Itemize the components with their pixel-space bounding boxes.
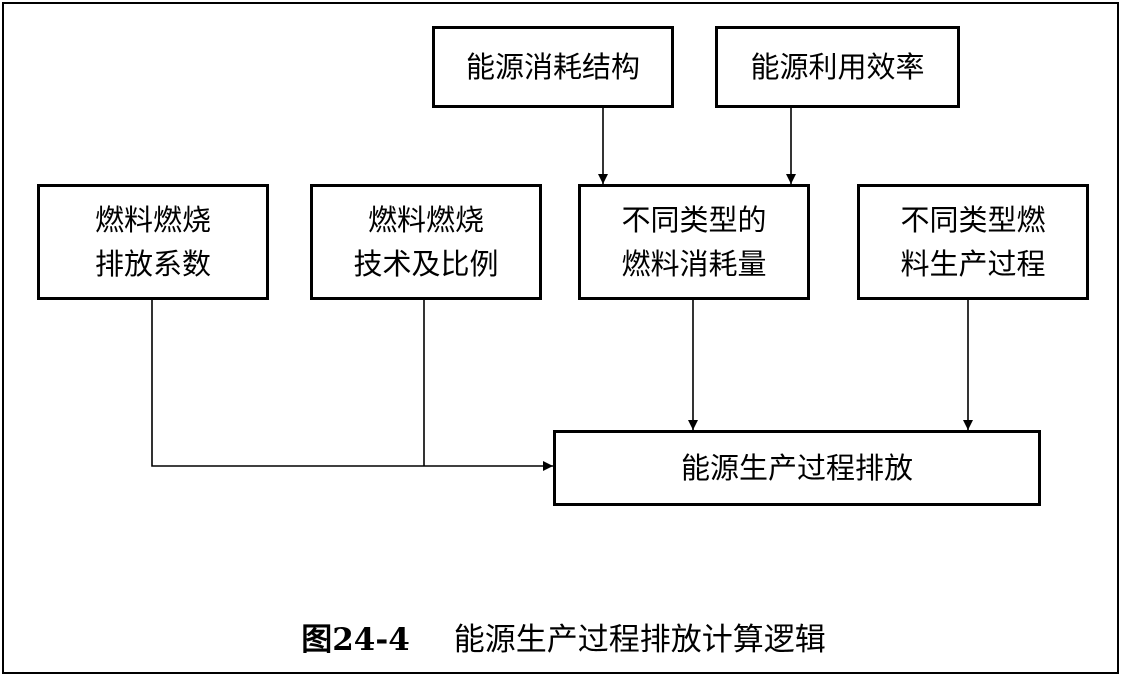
figure-caption: 图24-4 能源生产过程排放计算逻辑: [0, 608, 1127, 664]
node-combustion-tech: 燃料燃烧 技术及比例: [310, 184, 542, 300]
node-label: 能源利用效率: [750, 50, 925, 84]
figure-title: 能源生产过程排放计算逻辑: [453, 621, 826, 658]
node-fuel-consumption: 不同类型的 燃料消耗量: [578, 184, 810, 300]
figure-number: 图24-4: [301, 621, 410, 658]
node-energy-efficiency: 能源利用效率: [715, 26, 960, 108]
node-label: 能源生产过程排放: [680, 451, 913, 485]
node-label: 燃料燃烧 排放系数: [94, 203, 211, 281]
node-label: 能源消耗结构: [465, 50, 640, 84]
node-fuel-production: 不同类型燃 料生产过程: [857, 184, 1089, 300]
node-energy-structure: 能源消耗结构: [432, 26, 674, 108]
node-label: 燃料燃烧 技术及比例: [353, 203, 499, 281]
node-label: 不同类型的 燃料消耗量: [621, 203, 767, 281]
figure-border: [2, 2, 1119, 674]
node-production-emission: 能源生产过程排放: [553, 430, 1041, 506]
node-label: 不同类型燃 料生产过程: [900, 203, 1046, 281]
edge-emission-factor-to-emission: [151, 299, 553, 471]
node-emission-factor: 燃料燃烧 排放系数: [37, 184, 269, 300]
